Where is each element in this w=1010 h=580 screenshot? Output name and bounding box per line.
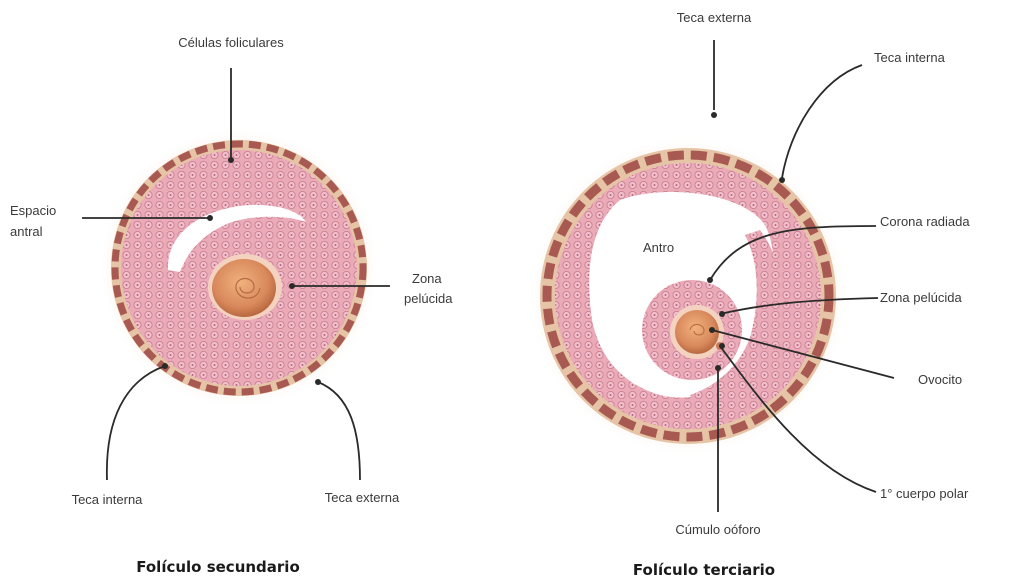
secondary-follicle (99, 128, 379, 408)
label-zona-pelucida-line1: Zona (412, 271, 442, 286)
label-celulas-foliculares: Células foliculares (178, 35, 284, 50)
label-ovocito: Ovocito (918, 372, 962, 387)
label-zona-pelucida-tertiary: Zona pelúcida (880, 290, 962, 305)
label-cuerpo-polar: 1° cuerpo polar (880, 486, 969, 501)
label-espacio-antral-line1: Espacio (10, 203, 56, 218)
secondary-oocyte (212, 259, 276, 317)
label-cumulo-ooforo: Cúmulo oóforo (675, 522, 760, 537)
label-zona-pelucida-line2: pelúcida (404, 291, 453, 306)
tertiary-follicle (528, 136, 848, 456)
label-teca-interna-tertiary: Teca interna (874, 50, 946, 65)
label-corona-radiada: Corona radiada (880, 214, 970, 229)
label-teca-externa-tertiary: Teca externa (677, 10, 752, 25)
label-antro: Antro (643, 240, 674, 255)
label-espacio-antral-line2: antral (10, 224, 43, 239)
label-teca-externa-secondary: Teca externa (325, 490, 400, 505)
caption-foliculo-terciario: Folículo terciario (633, 561, 775, 579)
label-teca-interna-secondary: Teca interna (72, 492, 144, 507)
caption-foliculo-secundario: Folículo secundario (136, 558, 300, 576)
